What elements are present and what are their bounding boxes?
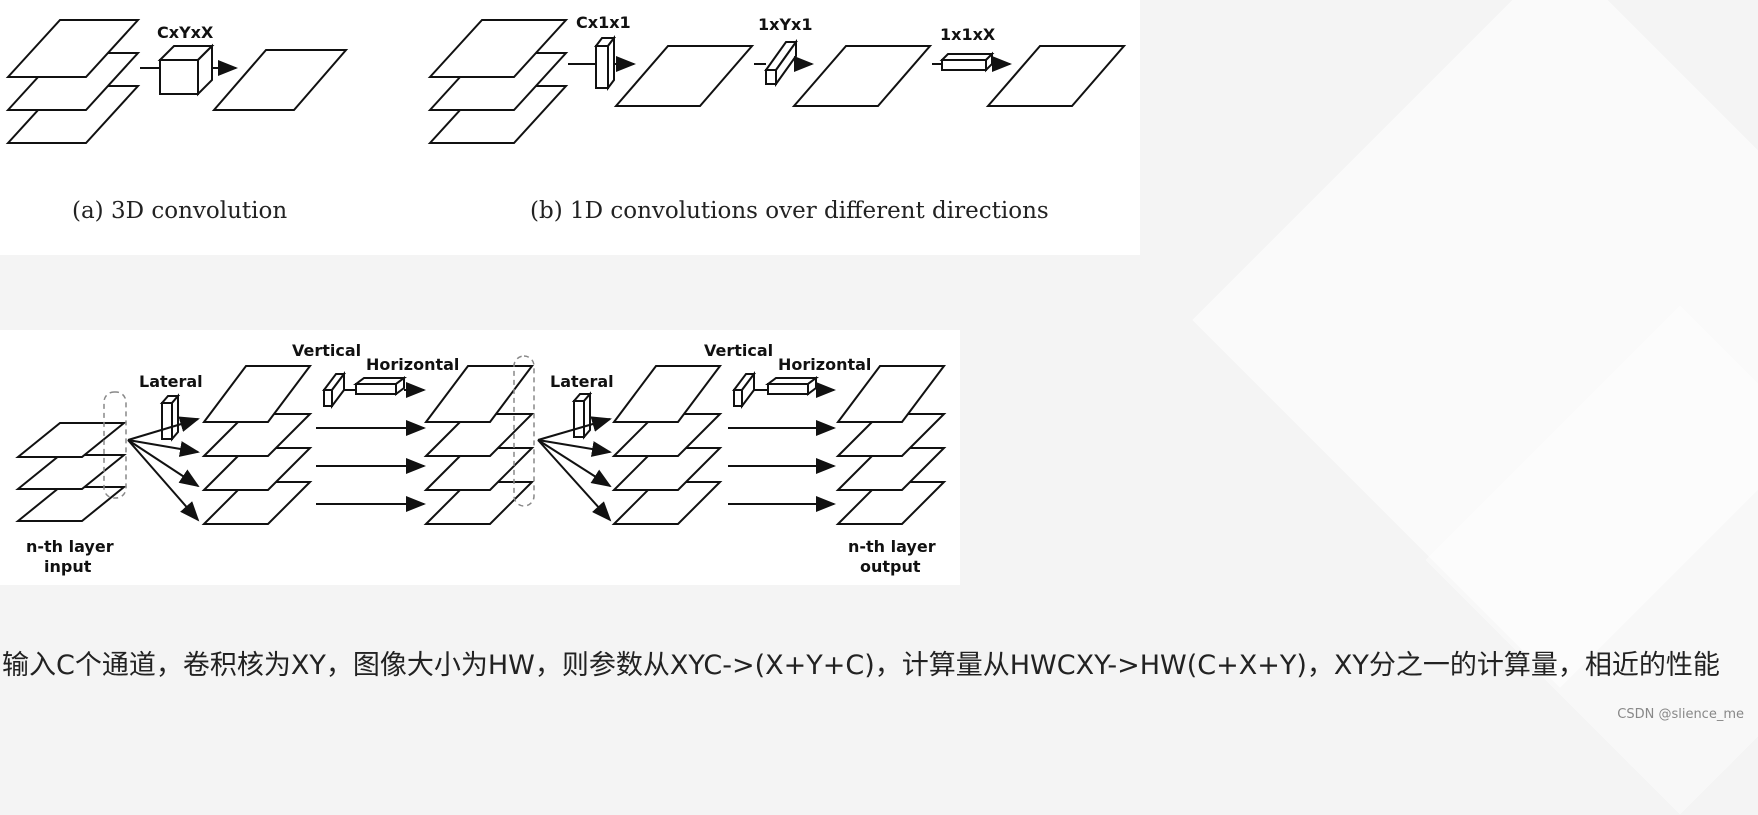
caption-1d-convolutions: (b) 1D convolutions over different direc… — [530, 198, 1049, 224]
stack-after-lateral-1 — [201, 365, 313, 525]
horizontal-label-1: Horizontal — [366, 355, 459, 374]
lateral-kernel-2 — [571, 391, 593, 440]
cube-kernel — [157, 43, 215, 97]
lateral-label-2: Lateral — [550, 372, 614, 391]
lateral-label-1: Lateral — [139, 372, 203, 391]
output-plane-a — [211, 49, 349, 111]
kernel-x-box — [939, 51, 995, 73]
lateral-kernel-1 — [159, 393, 181, 442]
output-plane-b — [985, 45, 1127, 107]
output-stack-bottom — [835, 365, 947, 525]
kernel-3d-label: CxYxX — [157, 23, 214, 42]
middle-stack — [423, 365, 535, 525]
fan-arrows-1 — [127, 416, 200, 522]
watermark: CSDN @slience_me — [1617, 707, 1744, 722]
kernel-c-box — [594, 35, 616, 91]
output-label-line-1: n-th layer — [848, 537, 936, 556]
parallel-arrows-1 — [316, 420, 426, 512]
caption-3d-convolution: (a) 3D convolution — [72, 198, 288, 224]
kernel-c-label: Cx1x1 — [576, 13, 631, 32]
kernel-y-box — [764, 38, 798, 88]
vertical-label-2: Vertical — [704, 341, 773, 360]
description-text: 输入C个通道，卷积核为XY，图像大小为HW，则参数从XYC->(X+Y+C)，计… — [2, 650, 1720, 681]
vertical-kernel-1 — [322, 371, 346, 409]
parallel-arrows-2 — [728, 420, 836, 512]
kernel-x-label: 1x1xX — [940, 25, 996, 44]
horizontal-kernel-2 — [765, 376, 819, 396]
horizontal-kernel-1 — [353, 376, 407, 396]
input-label-line-2: input — [44, 557, 92, 576]
fan-arrows-2 — [537, 416, 612, 522]
intermediate-plane-1 — [613, 45, 755, 107]
input-stack-b — [427, 19, 569, 144]
input-stack-a — [5, 19, 141, 144]
convolution-diagram: CxYxX Cx1x1 1xYx1 1x1xX n-th layer inpu — [5, 13, 1127, 576]
output-label-line-2: output — [860, 557, 921, 576]
input-stack-bottom — [15, 422, 127, 522]
stack-after-lateral-2 — [611, 365, 723, 525]
top-figure-panel — [0, 0, 1140, 255]
vertical-label-1: Vertical — [292, 341, 361, 360]
input-label-line-1: n-th layer — [26, 537, 114, 556]
vertical-kernel-2 — [732, 371, 756, 409]
intermediate-plane-2 — [791, 45, 933, 107]
dashed-region-input — [103, 391, 127, 499]
dashed-region-middle — [513, 355, 535, 507]
horizontal-label-2: Horizontal — [778, 355, 871, 374]
kernel-y-label: 1xYx1 — [758, 15, 813, 34]
